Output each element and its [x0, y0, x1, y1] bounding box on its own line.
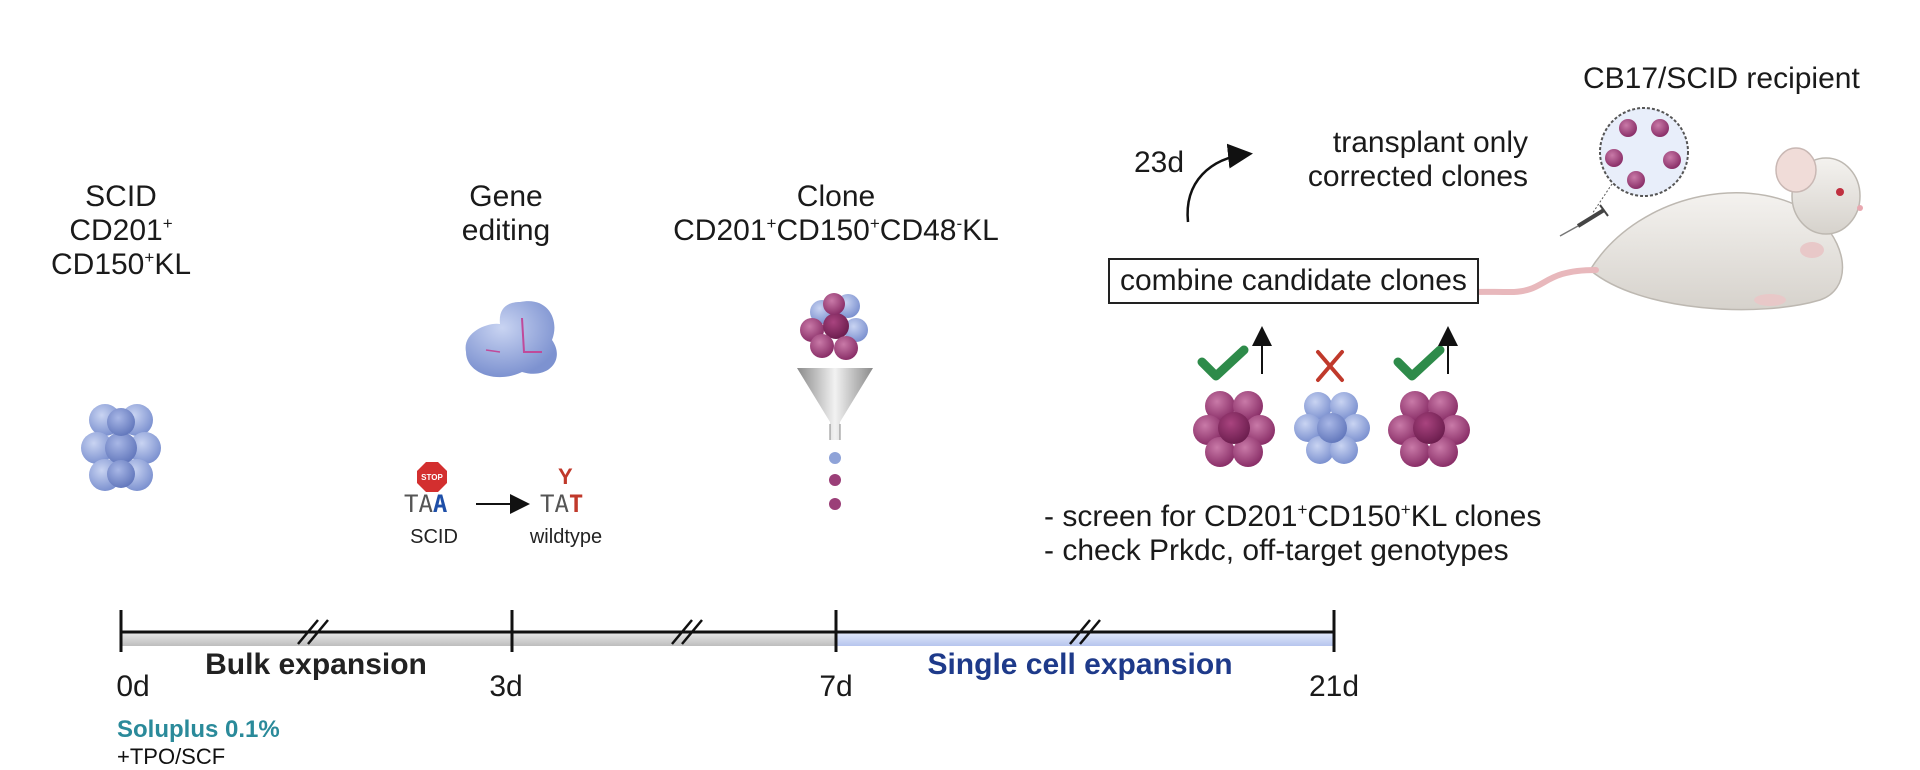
transplant-label: transplant only corrected clones [1264, 126, 1528, 194]
tick-label-3d: 3d [489, 670, 523, 703]
phase-bulk-label: Bulk expansion [205, 648, 427, 681]
cas9-icon [465, 301, 557, 378]
check-icon [1393, 345, 1445, 381]
phase-single-label: Single cell expansion [927, 648, 1233, 681]
screen-line2: - check Prkdc, off-target genotypes [1044, 534, 1509, 567]
curved-arrow-icon [1186, 143, 1253, 223]
stage-start-line1: SCID [85, 180, 157, 213]
tick-label-7d: 7d [819, 670, 853, 703]
mixed-clone-cluster-icon [800, 293, 868, 360]
recipient-label: CB17/SCID recipient [1583, 62, 1860, 95]
screen-line1: - screen for CD201+CD150+KL clones [1044, 500, 1542, 533]
screen-clone-1 [1193, 391, 1275, 467]
stage-start-label: SCID CD201+ CD150+KL [51, 180, 191, 282]
culture-cytokines-label: +TPO/SCF [117, 744, 226, 769]
culture-soluplus-label: Soluplus 0.1% [117, 716, 280, 743]
wildtype-label: wildtype [529, 526, 603, 548]
timeline-break-mark [671, 619, 703, 645]
stage-clone-markers: CD201+CD150+CD48-KL [673, 214, 999, 247]
codon-scid: TAA [404, 490, 448, 518]
stage-editing-line1: Gene [469, 180, 543, 213]
svg-text:STOP: STOP [421, 473, 443, 482]
transplant-line1: transplant only [1332, 126, 1528, 159]
cross-icon [1316, 350, 1344, 382]
stage-start-line3: CD150+KL [50, 248, 192, 281]
stop-sign-icon: STOP [417, 462, 447, 492]
stage-start-line2: CD201+ [69, 214, 173, 247]
stage-editing-line2: editing [461, 214, 551, 247]
residue-label: Y [558, 464, 573, 489]
scid-label: SCID [410, 526, 458, 548]
syringe-icon [1559, 204, 1609, 237]
screen-criteria: - screen for CD201+CD150+KL clones - che… [1044, 500, 1541, 568]
codon-wildtype: TAT [540, 490, 584, 518]
transplant-day-label: 23d [1134, 146, 1185, 179]
screen-clone-3 [1388, 391, 1470, 467]
stage-clone-line1: Clone [796, 180, 876, 213]
bulk-expansion-bar [121, 632, 836, 646]
cells-inset-icon [1599, 107, 1689, 197]
stage-clone-label: Clone CD201+CD150+CD48-KL [673, 180, 999, 248]
sorted-cells-dots [829, 452, 841, 510]
tick-label-0d: 0d [116, 670, 150, 703]
check-icon [1197, 345, 1249, 381]
timeline-break-mark [1069, 619, 1101, 645]
screen-clone-2 [1294, 392, 1370, 464]
mouse-icon [1445, 147, 1863, 311]
combine-clones-box: combine candidate clones [1108, 258, 1479, 304]
funnel-icon [797, 368, 873, 440]
stage-editing-label: Gene editing [462, 180, 550, 248]
transplant-line2: corrected clones [1307, 160, 1528, 193]
tick-label-21d: 21d [1308, 670, 1360, 703]
hsc-cluster-icon [81, 404, 161, 491]
timeline-break-mark [297, 619, 329, 645]
